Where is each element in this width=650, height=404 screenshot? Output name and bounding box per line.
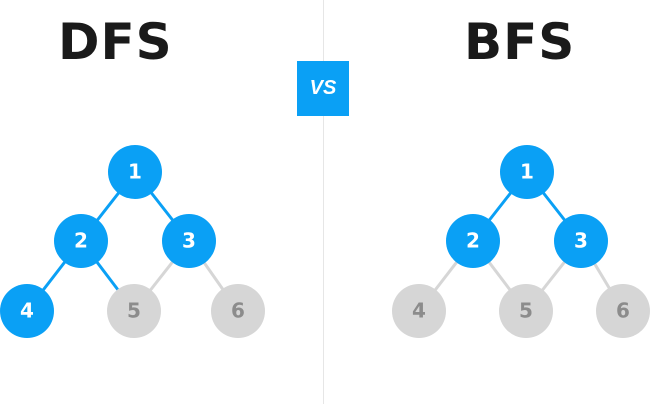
bfs-node-circle-4 [392, 284, 446, 338]
dfs-node-label-2: 2 [74, 229, 88, 253]
bfs-node-circle-1 [500, 145, 554, 199]
vs-label: VS [309, 77, 337, 99]
dfs-node-label-4: 4 [20, 299, 34, 323]
dfs-node-circle-5 [107, 284, 161, 338]
dfs-title: DFS [58, 13, 173, 71]
bfs-node-circle-2 [446, 214, 500, 268]
bfs-node-2: 2 [446, 214, 500, 268]
vs-badge: VS [297, 61, 349, 116]
bfs-node-label-1: 1 [520, 160, 534, 184]
bfs-node-label-2: 2 [466, 229, 480, 253]
dfs-node-5: 5 [107, 284, 161, 338]
dfs-node-circle-6 [211, 284, 265, 338]
bfs-node-label-4: 4 [412, 299, 426, 323]
dfs-node-circle-4 [0, 284, 54, 338]
center-divider [323, 0, 324, 404]
dfs-node-6: 6 [211, 284, 265, 338]
dfs-node-2: 2 [54, 214, 108, 268]
bfs-node-5: 5 [499, 284, 553, 338]
bfs-node-1: 1 [500, 145, 554, 199]
bfs-node-label-5: 5 [519, 299, 533, 323]
bfs-node-circle-3 [554, 214, 608, 268]
bfs-node-4: 4 [392, 284, 446, 338]
dfs-node-4: 4 [0, 284, 54, 338]
dfs-node-label-6: 6 [231, 299, 245, 323]
bfs-node-3: 3 [554, 214, 608, 268]
dfs-node-circle-2 [54, 214, 108, 268]
dfs-node-3: 3 [162, 214, 216, 268]
bfs-node-label-6: 6 [616, 299, 630, 323]
dfs-node-label-5: 5 [127, 299, 141, 323]
bfs-tree: 1 2 3 4 5 6 [392, 145, 650, 338]
bfs-title: BFS [464, 13, 576, 71]
bfs-node-label-3: 3 [574, 229, 588, 253]
dfs-tree: 1 2 3 4 5 6 [0, 145, 265, 338]
dfs-node-circle-1 [108, 145, 162, 199]
bfs-node-6: 6 [596, 284, 650, 338]
bfs-node-circle-6 [596, 284, 650, 338]
dfs-node-label-1: 1 [128, 160, 142, 184]
dfs-node-1: 1 [108, 145, 162, 199]
dfs-node-label-3: 3 [182, 229, 196, 253]
bfs-node-circle-5 [499, 284, 553, 338]
dfs-node-circle-3 [162, 214, 216, 268]
